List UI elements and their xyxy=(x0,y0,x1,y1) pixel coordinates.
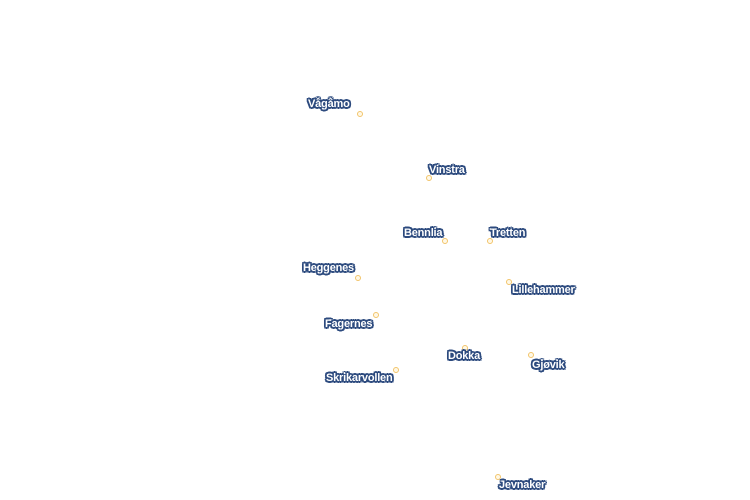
place-marker-icon[interactable] xyxy=(528,352,534,358)
place-marker-icon[interactable] xyxy=(506,279,512,285)
place-label: Skrikarvollen xyxy=(326,372,393,384)
place-marker-icon[interactable] xyxy=(462,345,468,351)
place-marker-icon[interactable] xyxy=(357,111,363,117)
place-marker-icon[interactable] xyxy=(393,367,399,373)
place-label: Fagernes xyxy=(325,318,373,330)
place-marker-icon[interactable] xyxy=(495,474,501,480)
place-label: Tretten xyxy=(490,227,526,239)
place-marker-icon[interactable] xyxy=(355,275,361,281)
place-marker-icon[interactable] xyxy=(442,238,448,244)
place-marker-icon[interactable] xyxy=(373,312,379,318)
place-label: Heggenes xyxy=(303,262,354,274)
place-label: Jevnaker xyxy=(499,479,546,491)
place-label: Bennlia xyxy=(404,227,443,239)
place-label: Lillehammer xyxy=(512,284,575,296)
place-label: Gjøvik xyxy=(532,359,565,371)
place-label: Vågåmo xyxy=(308,98,350,110)
place-label: Vinstra xyxy=(429,164,465,176)
place-marker-icon[interactable] xyxy=(426,175,432,181)
place-marker-icon[interactable] xyxy=(487,238,493,244)
place-label: Dokka xyxy=(448,350,481,362)
